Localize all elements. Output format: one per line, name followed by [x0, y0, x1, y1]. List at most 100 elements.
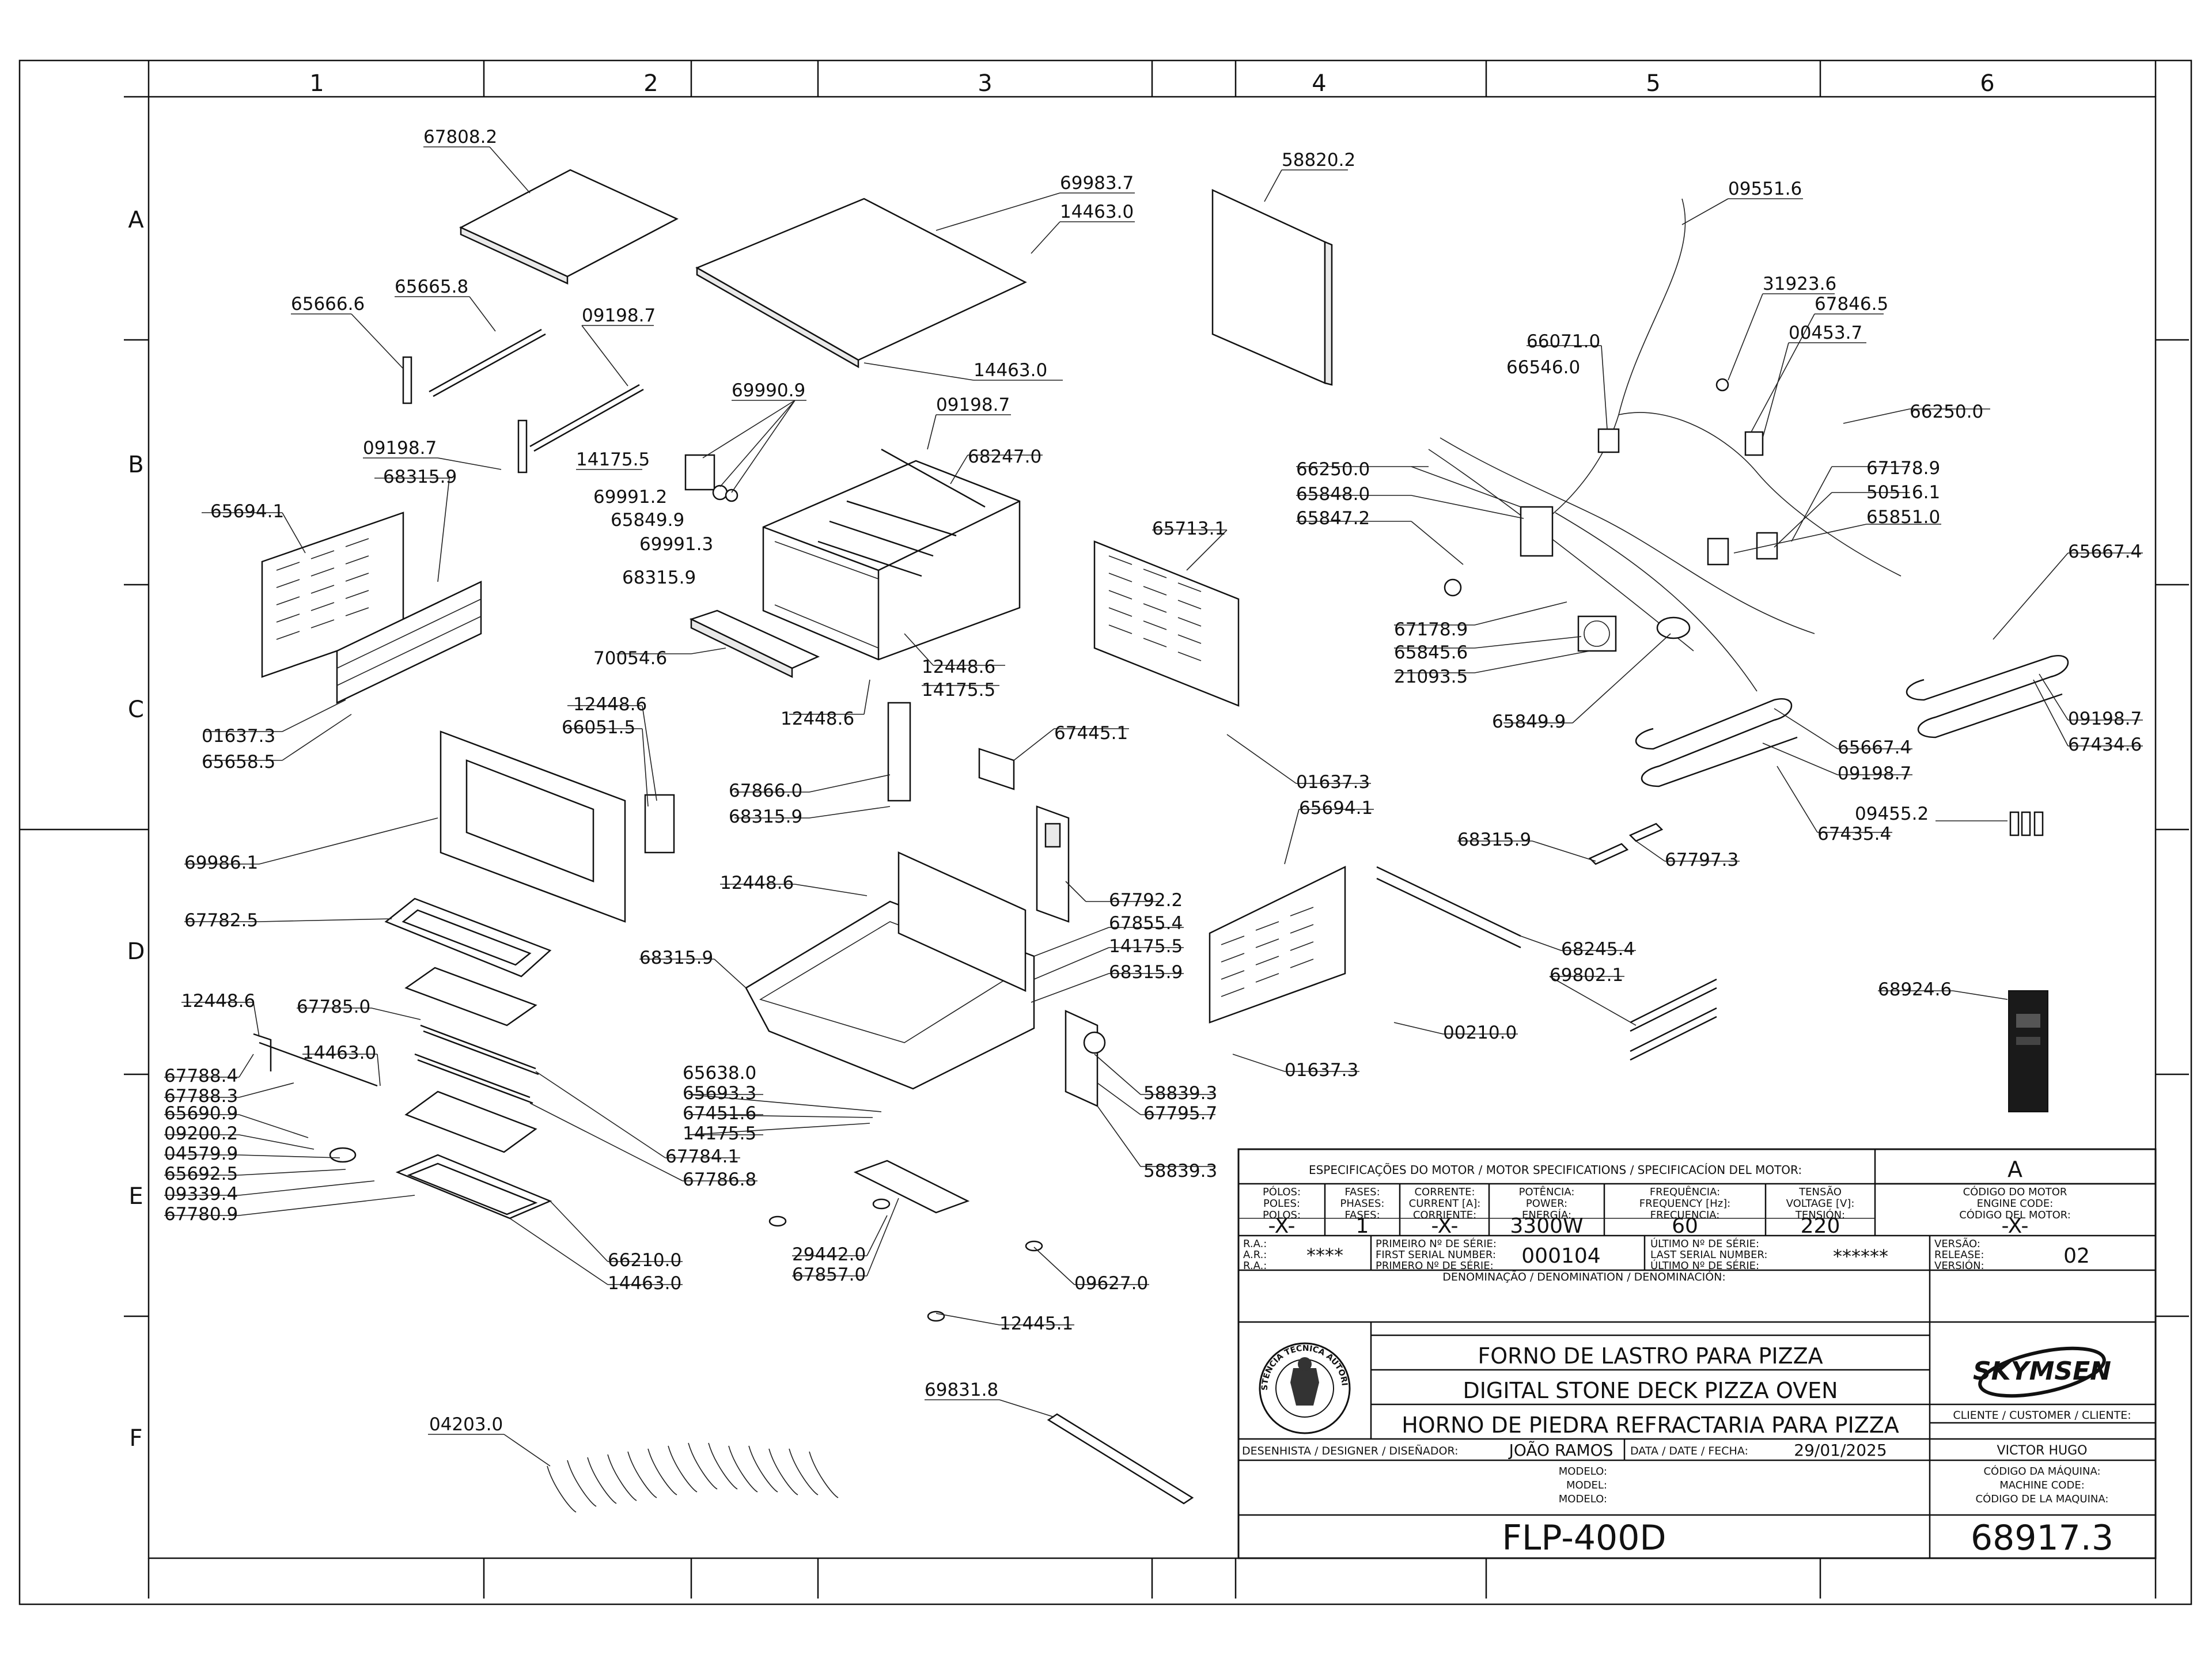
part-label: 12445.1: [999, 1313, 1073, 1334]
part-label: 67855.4: [1109, 913, 1183, 934]
part-label: 09198.7: [363, 438, 437, 459]
part-label: 65667.4: [1838, 737, 1911, 758]
grid-labels: 1 2 3 4 5 6 A B C D E F: [127, 70, 1995, 1452]
part-label: 65848.0: [1296, 484, 1370, 505]
part-label: 65690.9: [164, 1103, 238, 1124]
part-label: 58820.2: [1282, 150, 1355, 171]
denomination-header: DENOMINAÇÃO / DENOMINATION / DENOMINACIÓ…: [1442, 1270, 1726, 1283]
part-shapes: [253, 169, 2069, 1513]
product-name-es: HORNO DE PIEDRA REFRACTARIA PARA PIZZA: [1402, 1412, 1899, 1438]
main-chamber: [762, 460, 1021, 661]
col-label: 1: [309, 70, 324, 97]
part-label: 12448.6: [181, 991, 255, 1012]
heating-coil-1: [1906, 655, 2069, 738]
part-label: 50516.1: [1866, 482, 1940, 503]
part-label: 69990.9: [732, 380, 805, 401]
part-label: 09455.2: [1855, 804, 1929, 824]
svg-text:CURRENT [A]:: CURRENT [A]:: [1409, 1198, 1481, 1210]
column-ticks: [147, 60, 2157, 1599]
row-label: F: [129, 1425, 142, 1452]
row-ticks: [20, 96, 2189, 1317]
part-label: 14175.5: [1109, 936, 1183, 957]
part-label: 69986.1: [184, 853, 258, 873]
part-label: 65847.2: [1296, 508, 1370, 529]
part-label: 69831.8: [925, 1380, 998, 1400]
svg-text:ENGINE CODE:: ENGINE CODE:: [1977, 1198, 2054, 1210]
svg-text:R.A.:: R.A.:: [1243, 1260, 1267, 1272]
part-label: 69991.2: [593, 487, 667, 507]
part-label: 12448.6: [720, 873, 794, 893]
part-label: 66051.5: [562, 717, 635, 738]
row-label: D: [127, 938, 145, 965]
part-label: 14463.0: [974, 360, 1047, 381]
svg-text:TENSIÓN:: TENSIÓN:: [1795, 1209, 1845, 1221]
part-label: 67808.2: [423, 127, 497, 147]
model-number: FLP-400D: [1502, 1518, 1666, 1558]
side-panel: [1211, 189, 1326, 384]
designer-label: DESENHISTA / DESIGNER / DISEÑADOR:: [1242, 1444, 1459, 1457]
part-label: 01637.3: [1285, 1060, 1358, 1081]
part-label: 68315.9: [1457, 830, 1531, 850]
row-label: E: [128, 1183, 143, 1210]
col-label: 2: [643, 70, 658, 97]
part-label: 01637.3: [202, 726, 275, 747]
svg-text:CÓDIGO DEL MOTOR:: CÓDIGO DEL MOTOR:: [1959, 1209, 2071, 1221]
svg-text:ENERGÍA:: ENERGÍA:: [1522, 1209, 1571, 1221]
part-label: 69991.3: [639, 534, 713, 555]
part-label: 68924.6: [1878, 979, 1952, 1000]
part-label: 09198.7: [582, 305, 656, 326]
control-panel: [2008, 990, 2048, 1112]
part-label: 67178.9: [1394, 619, 1468, 640]
svg-text:FIRST SERIAL NUMBER:: FIRST SERIAL NUMBER:: [1376, 1249, 1496, 1261]
svg-text:MACHINE CODE:: MACHINE CODE:: [1999, 1479, 2085, 1491]
part-label: 67445.1: [1054, 723, 1128, 744]
version-number: 02: [2063, 1244, 2090, 1268]
part-label: 66546.0: [1506, 357, 1580, 378]
part-label: 67857.0: [792, 1264, 866, 1285]
row-label: A: [128, 207, 144, 233]
part-label: 65666.6: [291, 294, 365, 315]
svg-text:FREQUENCY [Hz]:: FREQUENCY [Hz]:: [1639, 1198, 1730, 1210]
part-label: 69802.1: [1550, 965, 1623, 986]
designer-name: JOÃO RAMOS: [1508, 1441, 1613, 1460]
part-label: 67866.0: [729, 781, 802, 801]
part-label: 68315.9: [383, 467, 457, 487]
part-label: 65713.1: [1152, 518, 1226, 539]
part-label: 67782.5: [184, 910, 258, 931]
product-name-pt: FORNO DE LASTRO PARA PIZZA: [1478, 1343, 1823, 1369]
part-label: 12448.6: [922, 657, 995, 677]
louvre-panel-mid: [1093, 540, 1240, 707]
part-label: 67795.7: [1143, 1103, 1217, 1124]
part-label: 31923.6: [1763, 274, 1836, 294]
part-label: 65694.1: [1299, 798, 1373, 819]
part-label: 66250.0: [1910, 402, 1983, 422]
svg-text:CÓDIGO DA MÁQUINA:: CÓDIGO DA MÁQUINA:: [1983, 1465, 2100, 1478]
part-label: 65638.0: [683, 1063, 756, 1084]
svg-text:RELEASE:: RELEASE:: [1934, 1249, 1984, 1261]
svg-text:POTÊNCIA:: POTÊNCIA:: [1519, 1185, 1575, 1198]
part-label: 65849.9: [1492, 711, 1566, 732]
date-label: DATA / DATE / FECHA:: [1630, 1445, 1748, 1457]
part-label: 67178.9: [1866, 458, 1940, 479]
part-label: 65665.8: [395, 276, 468, 297]
svg-text:PHASES:: PHASES:: [1340, 1198, 1385, 1210]
part-label: 14175.5: [922, 680, 995, 700]
col-label: 4: [1312, 70, 1326, 97]
svg-text:PÓLOS:: PÓLOS:: [1263, 1185, 1301, 1198]
part-label: 67792.2: [1109, 890, 1183, 911]
top-plate: [459, 169, 679, 278]
svg-text:MODELO:: MODELO:: [1559, 1493, 1607, 1505]
client-name: VICTOR HUGO: [1997, 1444, 2088, 1458]
part-labels: 67808.2 69983.7 14463.0 14463.0 58820.2 …: [164, 127, 2142, 1435]
svg-text:FREQUÊNCIA:: FREQUÊNCIA:: [1650, 1185, 1720, 1198]
part-label: 65692.5: [164, 1164, 238, 1184]
machine-code: 68917.3: [1971, 1518, 2113, 1558]
part-label: 12448.6: [573, 694, 647, 715]
svg-text:PRIMEIRO Nº DE SÉRIE:: PRIMEIRO Nº DE SÉRIE:: [1376, 1237, 1497, 1250]
svg-text:VERSÃO:: VERSÃO:: [1934, 1237, 1980, 1250]
part-label: 67784.1: [665, 1146, 739, 1167]
part-label: 68315.9: [622, 567, 696, 588]
title-block: [1237, 1148, 2157, 1559]
rev-letter: A: [2008, 1157, 2022, 1182]
part-label: 66250.0: [1296, 459, 1370, 480]
